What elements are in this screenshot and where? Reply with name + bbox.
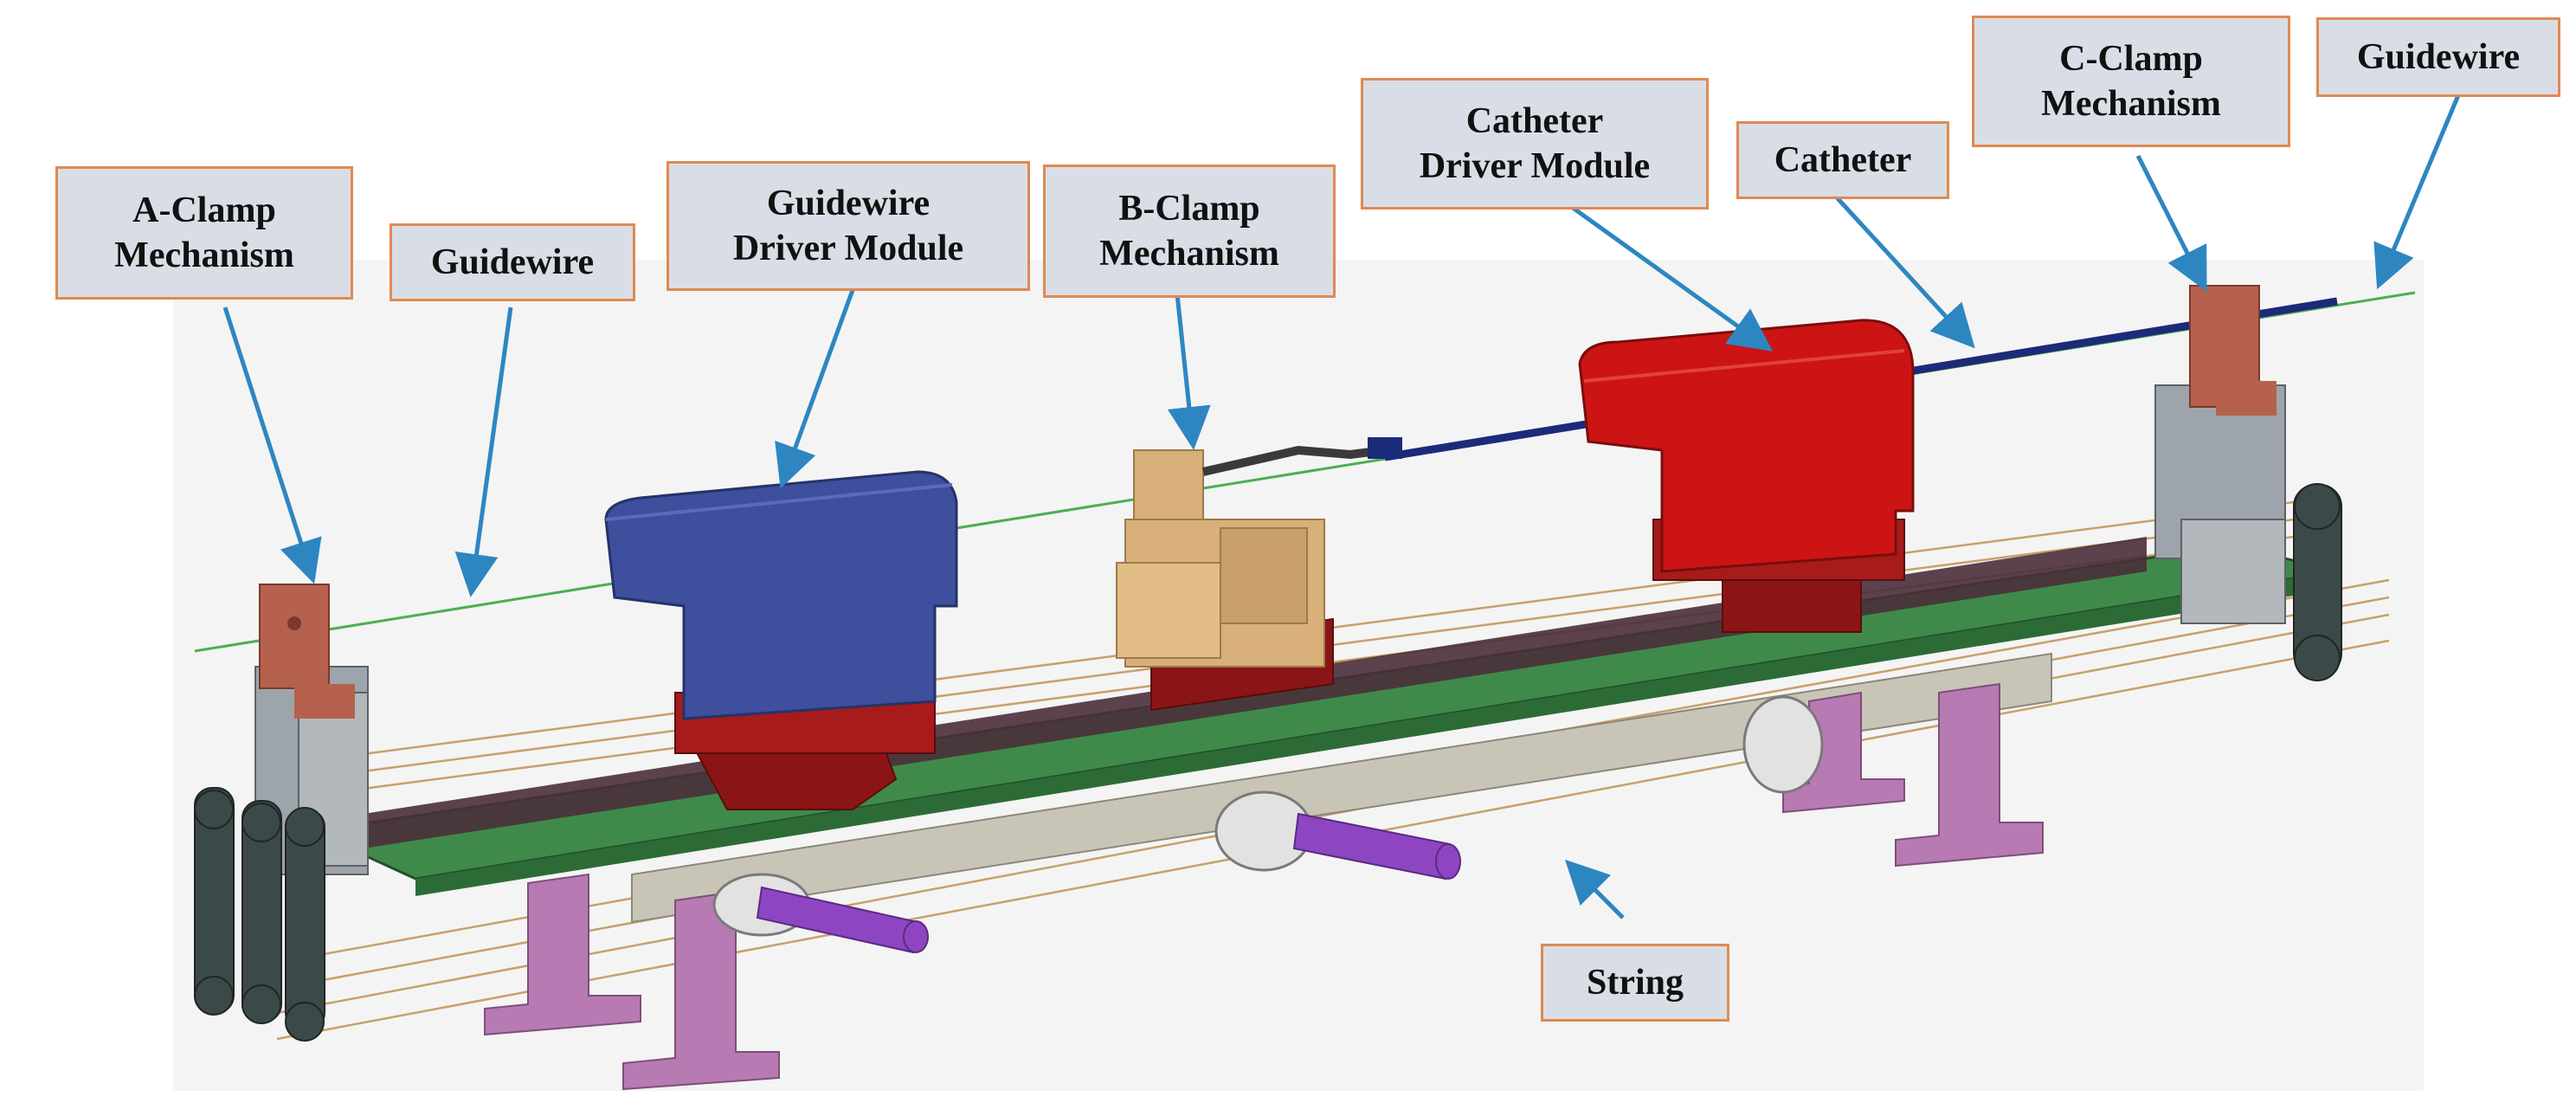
a-pulley-belt	[194, 787, 325, 1042]
label-guidewire-left-line-1: Guidewire	[430, 242, 595, 282]
arrow-b-clamp	[1167, 293, 1211, 450]
label-catheter-driver: Catheter Driver Module	[1361, 78, 1709, 210]
frame-rail	[631, 652, 2052, 924]
catheter-driver-module	[1578, 319, 1915, 633]
arrow-catheter	[1825, 184, 1975, 349]
label-a-clamp-line-1: A-Clamp	[132, 190, 276, 230]
label-a-clamp-line-2: Mechanism	[114, 235, 294, 275]
label-string: String	[1541, 944, 1729, 1022]
arrow-c-clamp	[2135, 154, 2207, 292]
arrow-a-clamp	[222, 306, 322, 584]
arrow-guidewire-driver	[775, 289, 855, 489]
arrow-string	[1564, 859, 1625, 919]
label-c-clamp: C-Clamp Mechanism	[1972, 16, 2290, 147]
label-catheter-line-1: Catheter	[1774, 140, 1912, 180]
label-c-clamp-line-1: C-Clamp	[2059, 39, 2203, 79]
b-clamp-assembly	[1116, 437, 1402, 712]
label-catheter: Catheter	[1736, 121, 1949, 199]
label-guidewire-driver: Guidewire Driver Module	[667, 161, 1030, 291]
c-pulley-belt	[2293, 483, 2342, 681]
arrow-guidewire-right	[2373, 94, 2461, 290]
label-guidewire-driver-line-2: Driver Module	[732, 229, 964, 268]
label-c-clamp-line-2: Mechanism	[2041, 84, 2221, 124]
label-guidewire-right: Guidewire	[2316, 17, 2560, 97]
label-guidewire-driver-line-1: Guidewire	[766, 184, 931, 223]
guidewire-driver-module	[604, 470, 958, 810]
label-catheter-driver-line-1: Catheter	[1465, 101, 1604, 141]
label-catheter-driver-line-2: Driver Module	[1419, 146, 1651, 186]
callout-arrows	[222, 94, 2461, 919]
label-guidewire-right-line-1: Guidewire	[2356, 37, 2521, 77]
arrow-guidewire-left	[454, 306, 513, 597]
label-guidewire-left: Guidewire	[390, 223, 635, 301]
label-b-clamp-line-1: B-Clamp	[1118, 189, 1260, 229]
rollers	[756, 812, 1461, 954]
label-a-clamp: A-Clamp Mechanism	[55, 166, 353, 300]
c-clamp-assembly	[2154, 285, 2286, 624]
label-b-clamp-line-2: Mechanism	[1099, 234, 1279, 274]
arrow-catheter-driver	[1565, 201, 1774, 352]
label-b-clamp: B-Clamp Mechanism	[1043, 164, 1336, 298]
label-string-line-1: String	[1586, 963, 1684, 1003]
